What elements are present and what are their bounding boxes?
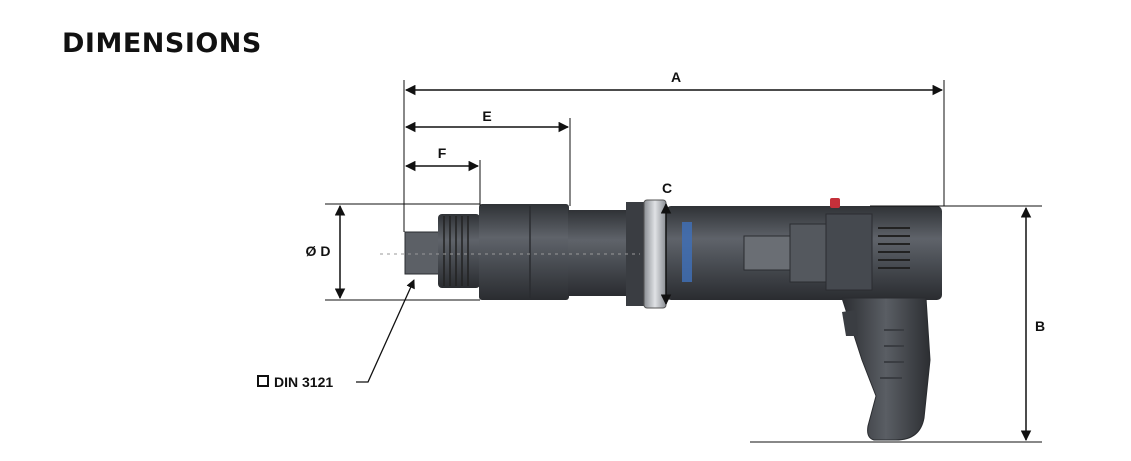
gearbox-neck [568, 210, 626, 296]
trigger [842, 310, 858, 336]
dimension-e-label: E [482, 108, 491, 124]
torque-tool [404, 198, 942, 441]
pistol-grip [841, 297, 931, 441]
extension-lines [325, 80, 1042, 443]
page-title: DIMENSIONS [62, 28, 262, 59]
square-drive-icon [257, 375, 269, 387]
dimension-d-label: Ø D [306, 243, 331, 259]
trigger-lock-button [830, 198, 840, 208]
gearbox [479, 204, 569, 300]
collar-ring [643, 199, 667, 309]
vent-grille [878, 227, 910, 269]
dimension-b-label: B [1035, 318, 1045, 334]
dimension-c-label: C [662, 180, 672, 196]
spline-nose [438, 214, 480, 288]
control-panel [743, 235, 791, 271]
dimension-a-label: A [671, 69, 681, 85]
dimension-f-label: F [438, 145, 447, 161]
drive-leader-line [356, 279, 415, 383]
spline-teeth [443, 216, 469, 286]
brand-stripe [682, 222, 692, 282]
drive-label: DIN 3121 [274, 374, 333, 390]
square-drive [404, 231, 440, 275]
